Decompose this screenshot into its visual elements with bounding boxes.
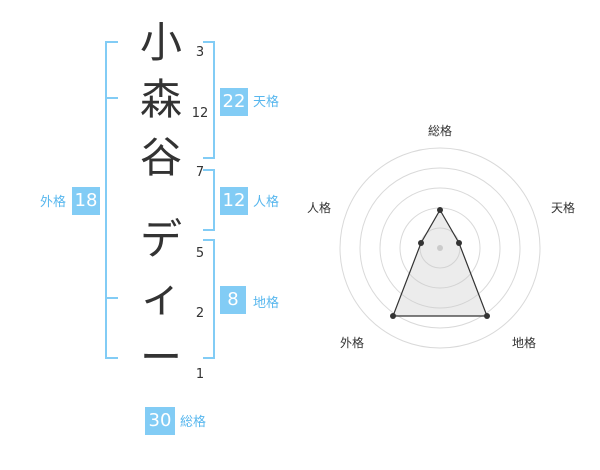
radar-ring (339, 147, 541, 349)
radar-ring (359, 167, 521, 329)
name-char: 小 (139, 18, 182, 67)
jinkaku-badge: 12 (220, 187, 248, 215)
stroke-count: 2 (195, 306, 205, 321)
radar-label-right: 天格 (550, 201, 575, 215)
radar-point (390, 313, 396, 319)
name-char: ー (139, 333, 182, 382)
stroke-count: 7 (195, 165, 205, 180)
radar-point (437, 207, 443, 213)
radar-label-bottom-right: 地格 (511, 336, 536, 350)
radar-center (437, 245, 443, 251)
name-char: デ (139, 215, 182, 264)
chikaku-label: 地格 (253, 296, 280, 311)
outer-bracket (105, 41, 118, 359)
stroke-count: 12 (191, 106, 209, 121)
tenkaku-badge: 22 (220, 88, 248, 116)
stroke-count: 3 (195, 45, 205, 60)
stroke-count: 1 (195, 367, 205, 382)
tenkaku-label: 天格 (253, 95, 280, 110)
soukaku-label: 総格 (180, 415, 207, 430)
tenkaku-bracket (203, 41, 215, 159)
radar-shape (392, 208, 488, 317)
gaikaku-badge: 18 (72, 187, 100, 215)
chikaku-badge: 8 (220, 286, 246, 314)
name-char: ィ (139, 272, 182, 321)
soukaku-badge: 30 (145, 407, 175, 435)
radar-point (418, 240, 424, 246)
radar-ring (419, 227, 461, 269)
radar-label-top: 総格 (427, 124, 452, 138)
chikaku-bracket (203, 239, 215, 359)
name-char: 森 (139, 75, 182, 124)
jinkaku-label: 人格 (253, 195, 280, 210)
radar-label-bottom-left: 外格 (339, 336, 364, 350)
radar-point (456, 240, 462, 246)
radar-label-left: 人格 (306, 201, 331, 215)
stroke-count: 5 (195, 246, 205, 261)
name-char: 谷 (139, 133, 182, 182)
radar-ring (379, 187, 501, 309)
jinkaku-bracket (203, 169, 215, 231)
gaikaku-label: 外格 (40, 195, 67, 210)
radar-point (484, 313, 490, 319)
